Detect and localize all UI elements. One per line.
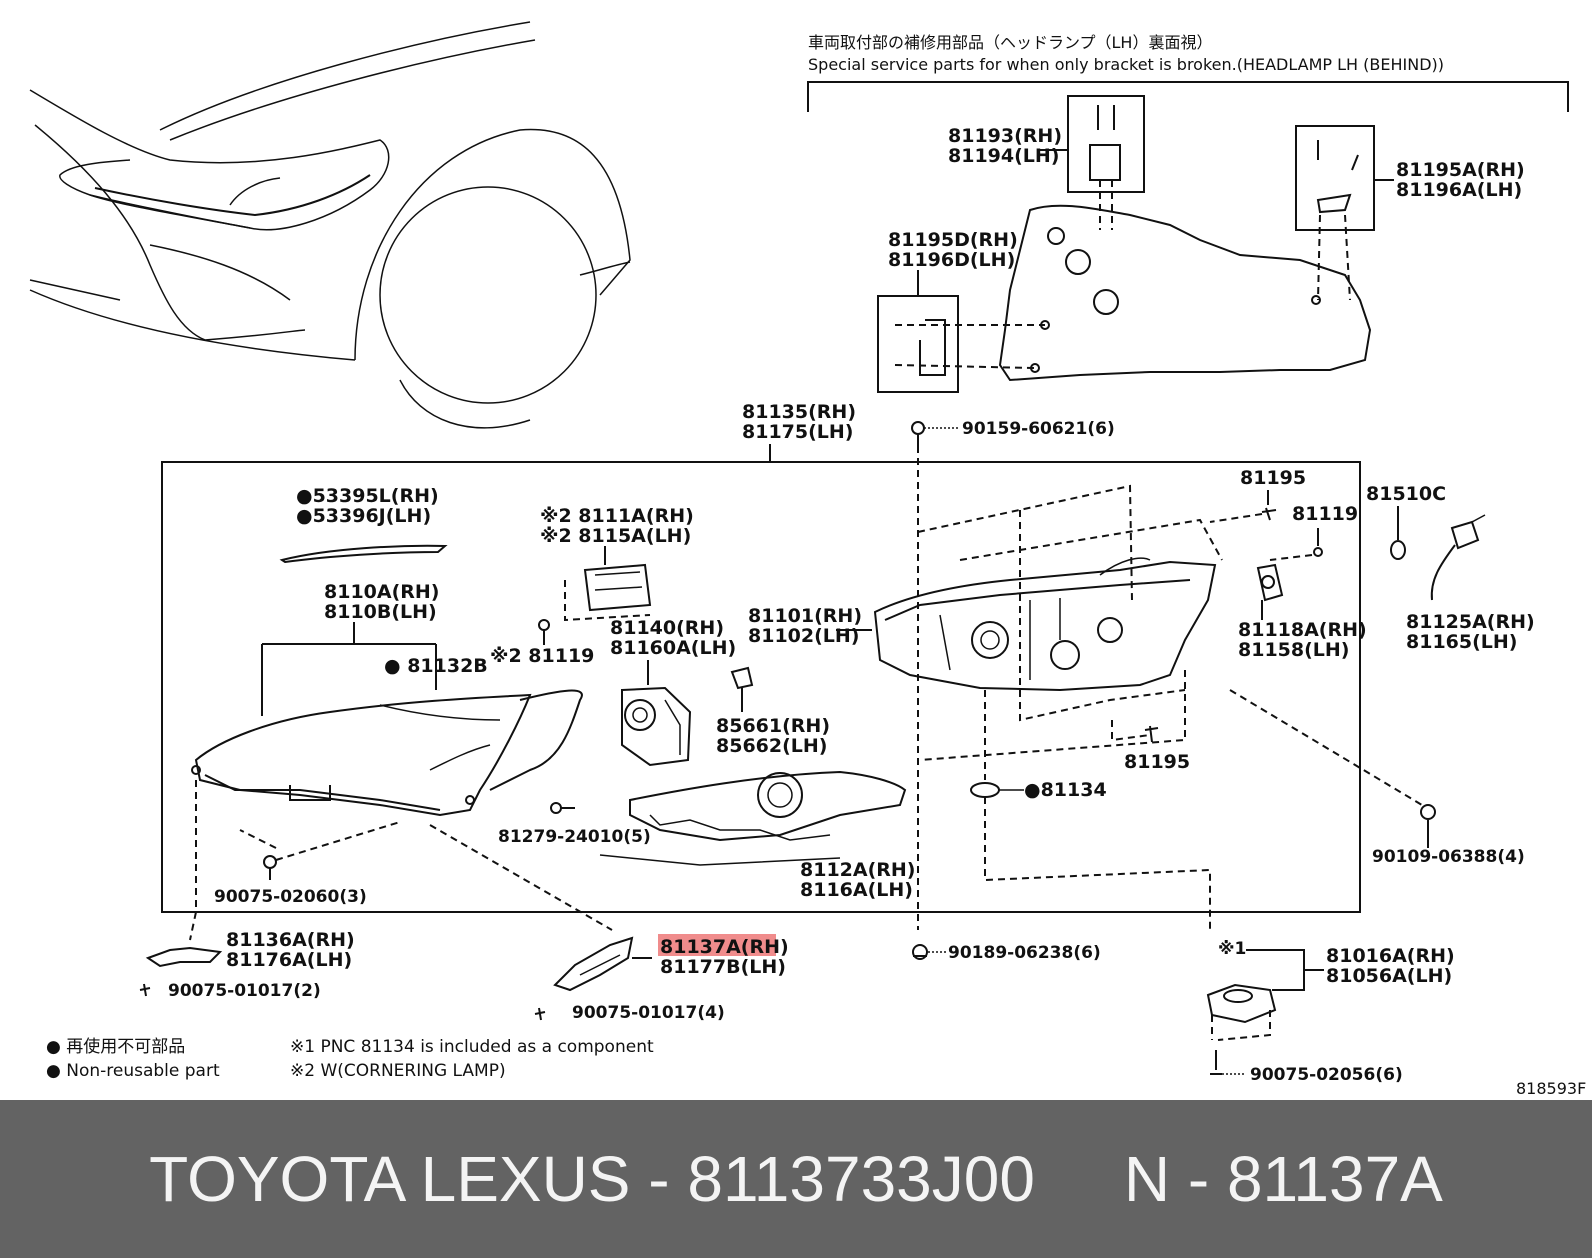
label-81165: 81165(LH) bbox=[1406, 631, 1517, 653]
headlamp-housing-81101-icon bbox=[873, 484, 1223, 780]
label-85662: 85662(LH) bbox=[716, 735, 827, 757]
label-90075-02060: 90075-02060(3) bbox=[214, 887, 367, 907]
cornering-lamp-8111a-icon bbox=[564, 546, 652, 622]
box-81195a bbox=[1295, 125, 1375, 231]
bracket-81137a-icon bbox=[534, 936, 652, 1021]
label-81140: 81140(RH) bbox=[610, 617, 724, 639]
label-85661: 85661(RH) bbox=[716, 715, 830, 737]
footer-bar: TOYOTA LEXUS - 8113733J00 N - 81137A bbox=[0, 1100, 1592, 1258]
car-front-illustration bbox=[29, 21, 631, 429]
screw-81119-top-icon bbox=[1269, 528, 1323, 561]
label-53395: ●53395L(RH) bbox=[296, 485, 439, 507]
projector-81140-icon bbox=[621, 686, 692, 767]
header-en-title: Special service parts for when only brac… bbox=[808, 55, 1444, 74]
bracket-81193-icon bbox=[1089, 105, 1121, 230]
label-81136a: 81136A(RH) bbox=[226, 929, 355, 951]
label-81196a: 81196A(LH) bbox=[1396, 179, 1522, 201]
label-81177b: 81177B(LH) bbox=[660, 956, 786, 978]
parts-diagram: 車両取付部の補修用部品（ヘッドランプ（LH）裏面視） Special servi… bbox=[29, 21, 1587, 1098]
box-81193 bbox=[1067, 95, 1145, 193]
label-81101: 81101(RH) bbox=[748, 605, 862, 627]
label-81195d: 81195D(RH) bbox=[888, 229, 1018, 251]
screw-81195-mid-icon bbox=[1144, 725, 1159, 743]
label-81016a: 81016A(RH) bbox=[1326, 945, 1455, 967]
label-81134: ●81134 bbox=[1024, 779, 1107, 801]
headlamp-lens-8110a-icon bbox=[191, 689, 583, 817]
label-81176a: 81176A(LH) bbox=[226, 949, 352, 971]
label-81196d: 81196D(LH) bbox=[888, 249, 1015, 271]
header-jp-title: 車両取付部の補修用部品（ヘッドランプ（LH）裏面視） bbox=[808, 33, 1212, 52]
label-81195a: 81195A(RH) bbox=[1396, 159, 1525, 181]
figure-code: 818593F bbox=[1516, 1079, 1586, 1098]
label-8110b: 8110B(LH) bbox=[324, 601, 437, 623]
legend-note1: ※1 PNC 81134 is included as a component bbox=[290, 1037, 654, 1057]
bulb-81510c-icon bbox=[1390, 540, 1406, 560]
socket-85661-icon bbox=[730, 666, 754, 712]
label-81056a: 81056A(LH) bbox=[1326, 965, 1452, 987]
screw-81119-mid-icon bbox=[538, 619, 550, 645]
label-81175: 81175(LH) bbox=[742, 421, 853, 443]
exploded-view-drawing: 車両取付部の補修用部品（ヘッドランプ（LH）裏面視） Special servi… bbox=[29, 21, 1586, 1098]
label-81119-mid: ※2 81119 bbox=[490, 645, 594, 667]
label-90075-02056: 90075-02056(6) bbox=[1250, 1065, 1403, 1085]
label-81279: 81279-24010(5) bbox=[498, 827, 651, 847]
label-8116a: 8116A(LH) bbox=[800, 879, 913, 901]
bezel-8112a-icon bbox=[599, 770, 907, 866]
label-81132b: ● 81132B bbox=[384, 655, 488, 677]
oring-81134-icon bbox=[970, 782, 1000, 798]
label-81135: 81135(RH) bbox=[742, 401, 856, 423]
bracket-81195d-icon bbox=[894, 319, 1050, 376]
screw-90075-02060-icon bbox=[239, 821, 401, 880]
label-81195-mid: 81195 bbox=[1124, 751, 1190, 773]
label-81160a: 81160A(LH) bbox=[610, 637, 736, 659]
label-8115a: ※2 8115A(LH) bbox=[540, 525, 691, 547]
label-note1-mark: ※1 bbox=[1218, 939, 1246, 959]
label-81193: 81193(RH) bbox=[948, 125, 1062, 147]
label-90075-01017a: 90075-01017(2) bbox=[168, 981, 321, 1001]
label-81137a: 81137A(RH) bbox=[660, 936, 789, 958]
label-8111a: ※2 8111A(RH) bbox=[540, 505, 694, 527]
label-90189: 90189-06238(6) bbox=[948, 943, 1101, 963]
label-81119-top: 81119 bbox=[1292, 503, 1358, 525]
legend-en-nonreusable: ● Non-reusable part bbox=[46, 1061, 220, 1081]
socket-81125a-icon bbox=[1430, 514, 1486, 601]
label-90109: 90109-06388(4) bbox=[1372, 847, 1525, 867]
label-90075-01017b: 90075-01017(4) bbox=[572, 1003, 725, 1023]
bracket-81136a-icon bbox=[139, 946, 223, 997]
label-90159: 90159-60621(6) bbox=[962, 419, 1115, 439]
screw-90189-icon bbox=[912, 944, 946, 960]
bracket-81195a-icon bbox=[1316, 140, 1359, 301]
screw-90159-icon bbox=[911, 421, 960, 930]
screw-81195-top-icon bbox=[1209, 490, 1277, 523]
label-81102: 81102(LH) bbox=[748, 625, 859, 647]
label-81510c: 81510C bbox=[1366, 483, 1446, 505]
screw-90109-icon bbox=[1229, 689, 1436, 848]
legend-note2: ※2 W(CORNERING LAMP) bbox=[290, 1061, 506, 1081]
ballast-81016a-icon bbox=[1206, 983, 1277, 1075]
highlight-81137a bbox=[658, 934, 776, 956]
label-8112a: 8112A(RH) bbox=[800, 859, 915, 881]
footer-part-number: TOYOTA LEXUS - 8113733J00 N - 81137A bbox=[149, 1143, 1443, 1215]
label-81158: 81158(LH) bbox=[1238, 639, 1349, 661]
legend-jp-nonreusable: ● 再使用不可部品 bbox=[46, 1036, 185, 1057]
label-81118a: 81118A(RH) bbox=[1238, 619, 1367, 641]
label-53396: ●53396J(LH) bbox=[296, 505, 431, 527]
label-81125a: 81125A(RH) bbox=[1406, 611, 1535, 633]
header-bracket bbox=[807, 81, 1569, 112]
assembly-81135-frame bbox=[161, 461, 1361, 913]
screw-81279-icon bbox=[550, 802, 575, 814]
headlamp-back-housing bbox=[998, 204, 1372, 382]
label-81195-top: 81195 bbox=[1240, 467, 1306, 489]
label-8110a: 8110A(RH) bbox=[324, 581, 439, 603]
bulb-81118a-icon bbox=[1256, 563, 1284, 620]
trim-53395-icon bbox=[279, 544, 448, 564]
label-81194: 81194(LH) bbox=[948, 145, 1059, 167]
